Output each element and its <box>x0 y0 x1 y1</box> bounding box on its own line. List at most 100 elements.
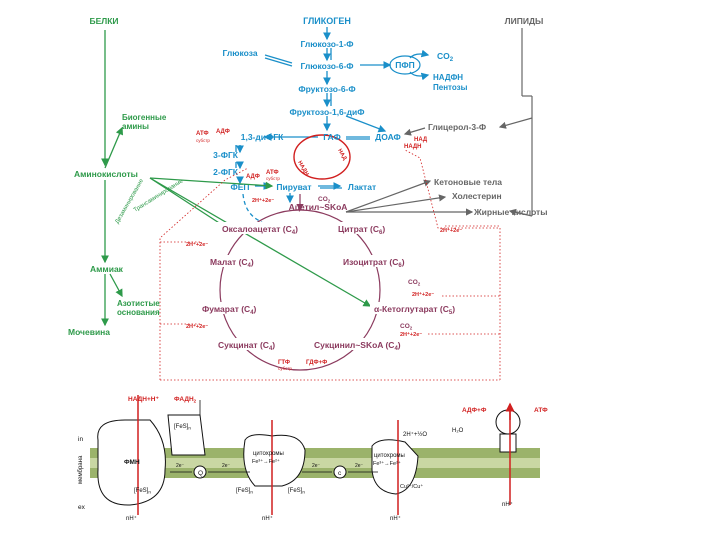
e2-label-1: 2e⁻ <box>176 463 185 469</box>
nad-cycle-loop <box>293 134 351 180</box>
fes-3: [FeS]n <box>236 488 253 495</box>
fes-4: [FeS]n <box>288 488 305 495</box>
lipid-nad: НАД <box>414 137 428 143</box>
oxaloacetate-label: Оксалоацетат (C4) <box>222 224 298 236</box>
pep-label: ФЕП <box>230 182 249 192</box>
nitrogen-bases-label-2: основания <box>117 308 160 317</box>
gap-label: ГАФ <box>323 132 340 142</box>
deamination-label: Дезаминирование <box>115 178 146 225</box>
dhap-label: ДОАФ <box>375 132 401 142</box>
proton-label-3: nH⁺ <box>390 515 401 522</box>
pentoses-label: Пентозы <box>433 83 468 92</box>
succinyl-coa-label: Сукцинил~SKoA (C4) <box>314 340 401 352</box>
g3p-label: Глицерол-3-Ф <box>428 122 486 132</box>
gtp-substrate: субстр <box>278 366 292 371</box>
cu-label: Cu²⁺/Cu⁺ <box>400 483 423 490</box>
acetyl-coa-label: Ацетил~SKoA <box>289 202 348 212</box>
cholesterol-label: Холестерин <box>452 191 502 201</box>
glucose-label: Глюкоза <box>222 48 257 58</box>
gtp-label: ГТФ <box>278 360 290 366</box>
h2o-label: H₂O <box>452 428 464 434</box>
isocitrate-label: Изоцитрат (C6) <box>343 257 405 269</box>
proton-label-4: nH⁺ <box>502 501 513 508</box>
atp-label: АТФ <box>534 407 548 414</box>
fadh2-label: ФАДН2 <box>174 396 197 404</box>
ppp-label: ПФП <box>395 60 414 70</box>
tca-co2-1: CO2 <box>408 279 421 287</box>
tca-2h-2: 2H⁺+2e⁻ <box>400 331 422 338</box>
water-formation-label: 2H⁺+½O <box>403 431 427 438</box>
proteins-title: БЕЛКИ <box>89 16 118 26</box>
fatty-acids-label: Жирные кислоты <box>473 207 547 217</box>
nadph-label: НАДФН <box>433 73 463 82</box>
lactate-label: Лактат <box>348 182 376 192</box>
nitrogen-bases-label: Азотистые <box>117 299 160 308</box>
lipid-nadh: НАДН <box>404 144 422 150</box>
adp-label-1: АДФ <box>216 129 230 135</box>
atp-label-2: АТФ <box>266 170 279 176</box>
protein-paths <box>101 30 372 327</box>
e2-label-3: 2e⁻ <box>312 463 321 469</box>
cyto-label-1: цитохромы <box>253 451 284 457</box>
ppp-oval <box>389 55 421 75</box>
proton-label-2: nH⁺ <box>262 515 273 522</box>
tca-labels <box>198 222 480 350</box>
pyruvate-label: Пируват <box>276 182 311 192</box>
tca-co2-2: CO2 <box>400 323 413 331</box>
acetyl-co2: CO2 <box>318 196 331 204</box>
glycogen-label: ГЛИКОГЕН <box>303 16 351 26</box>
fe-label-1: Fe³⁺→Fe²⁺ <box>252 458 280 465</box>
membrane-label: мембрана <box>78 455 84 484</box>
succinate-label: Сукцинат (C4) <box>218 340 275 352</box>
malate-label: Малат (C4) <box>210 257 254 269</box>
biogenic-amines-label: Биогенные <box>122 113 167 122</box>
lipids-title: ЛИПИДЫ <box>505 16 544 26</box>
e2-label-4: 2e⁻ <box>355 463 364 469</box>
lipid-paths <box>345 28 533 217</box>
f16p-label: Фруктозо-1,6-диФ <box>289 107 364 117</box>
membrane-ex-label: ex <box>78 504 86 511</box>
cyto-label-2: цитохромы <box>374 453 405 459</box>
3pg-label: 3-ФГК <box>213 150 239 160</box>
proton-label-1: nH⁺ <box>126 515 137 522</box>
proton-channels <box>137 395 515 515</box>
akg-label: α-Кетоглутарат (C5) <box>374 304 455 316</box>
gdp-label: ГДФ+Ф <box>306 360 327 366</box>
2pg-label: 2-ФГК <box>213 167 239 177</box>
fmn-label: ФМН <box>124 459 140 466</box>
f6p-label: Фруктозо-6-Ф <box>298 84 355 94</box>
tca-2h-1: 2H⁺+2e⁻ <box>412 291 434 298</box>
adp-label-2: АДФ <box>246 174 260 180</box>
fumarate-label: Фумарат (C4) <box>202 304 257 316</box>
atp-label-1: АТФ <box>196 131 209 137</box>
citrate-label: Цитрат (C6) <box>338 224 385 236</box>
urea-label: Мочевина <box>68 327 110 337</box>
adp-pi-label: АДФ+Ф <box>462 407 487 414</box>
aminoacids-label: Аминокислоты <box>74 169 138 179</box>
ammonia-label: Аммиак <box>90 264 124 274</box>
substrate-label-2: субстр <box>266 176 280 181</box>
etc-complexes <box>97 409 521 506</box>
q-label: Q <box>198 470 203 477</box>
acetyl-2h: 2H⁺+2e⁻ <box>252 197 274 204</box>
nadh-label: НАДН+Н⁺ <box>128 396 159 403</box>
biogenic-amines-label-2: амины <box>122 122 149 131</box>
substrate-label-1: субстр <box>196 138 210 143</box>
c-label: c <box>338 470 342 477</box>
fes-1: [FeS]n <box>174 424 191 431</box>
fa-2h: 2H⁺+2e⁻ <box>440 227 462 234</box>
fe-label-2: Fe³⁺→Fe²⁺ <box>373 460 401 467</box>
bpg-label: 1,3-диФГК <box>241 132 284 142</box>
g6p-label: Глюкозо-6-Ф <box>300 61 353 71</box>
electron-path <box>170 400 378 473</box>
ketones-label: Кетоновые тела <box>434 177 502 187</box>
ppp-co2: CO2 <box>437 51 454 63</box>
nad-loop-label: НАД <box>336 148 347 162</box>
membrane <box>90 448 540 478</box>
tca-2h-fumarate: 2H⁺+2e⁻ <box>186 323 208 330</box>
fes-2: [FeS]n <box>134 488 151 495</box>
mitochondria-boundary <box>159 149 501 381</box>
e2-label-2: 2e⁻ <box>222 463 231 469</box>
membrane-in-label: in <box>78 436 83 443</box>
